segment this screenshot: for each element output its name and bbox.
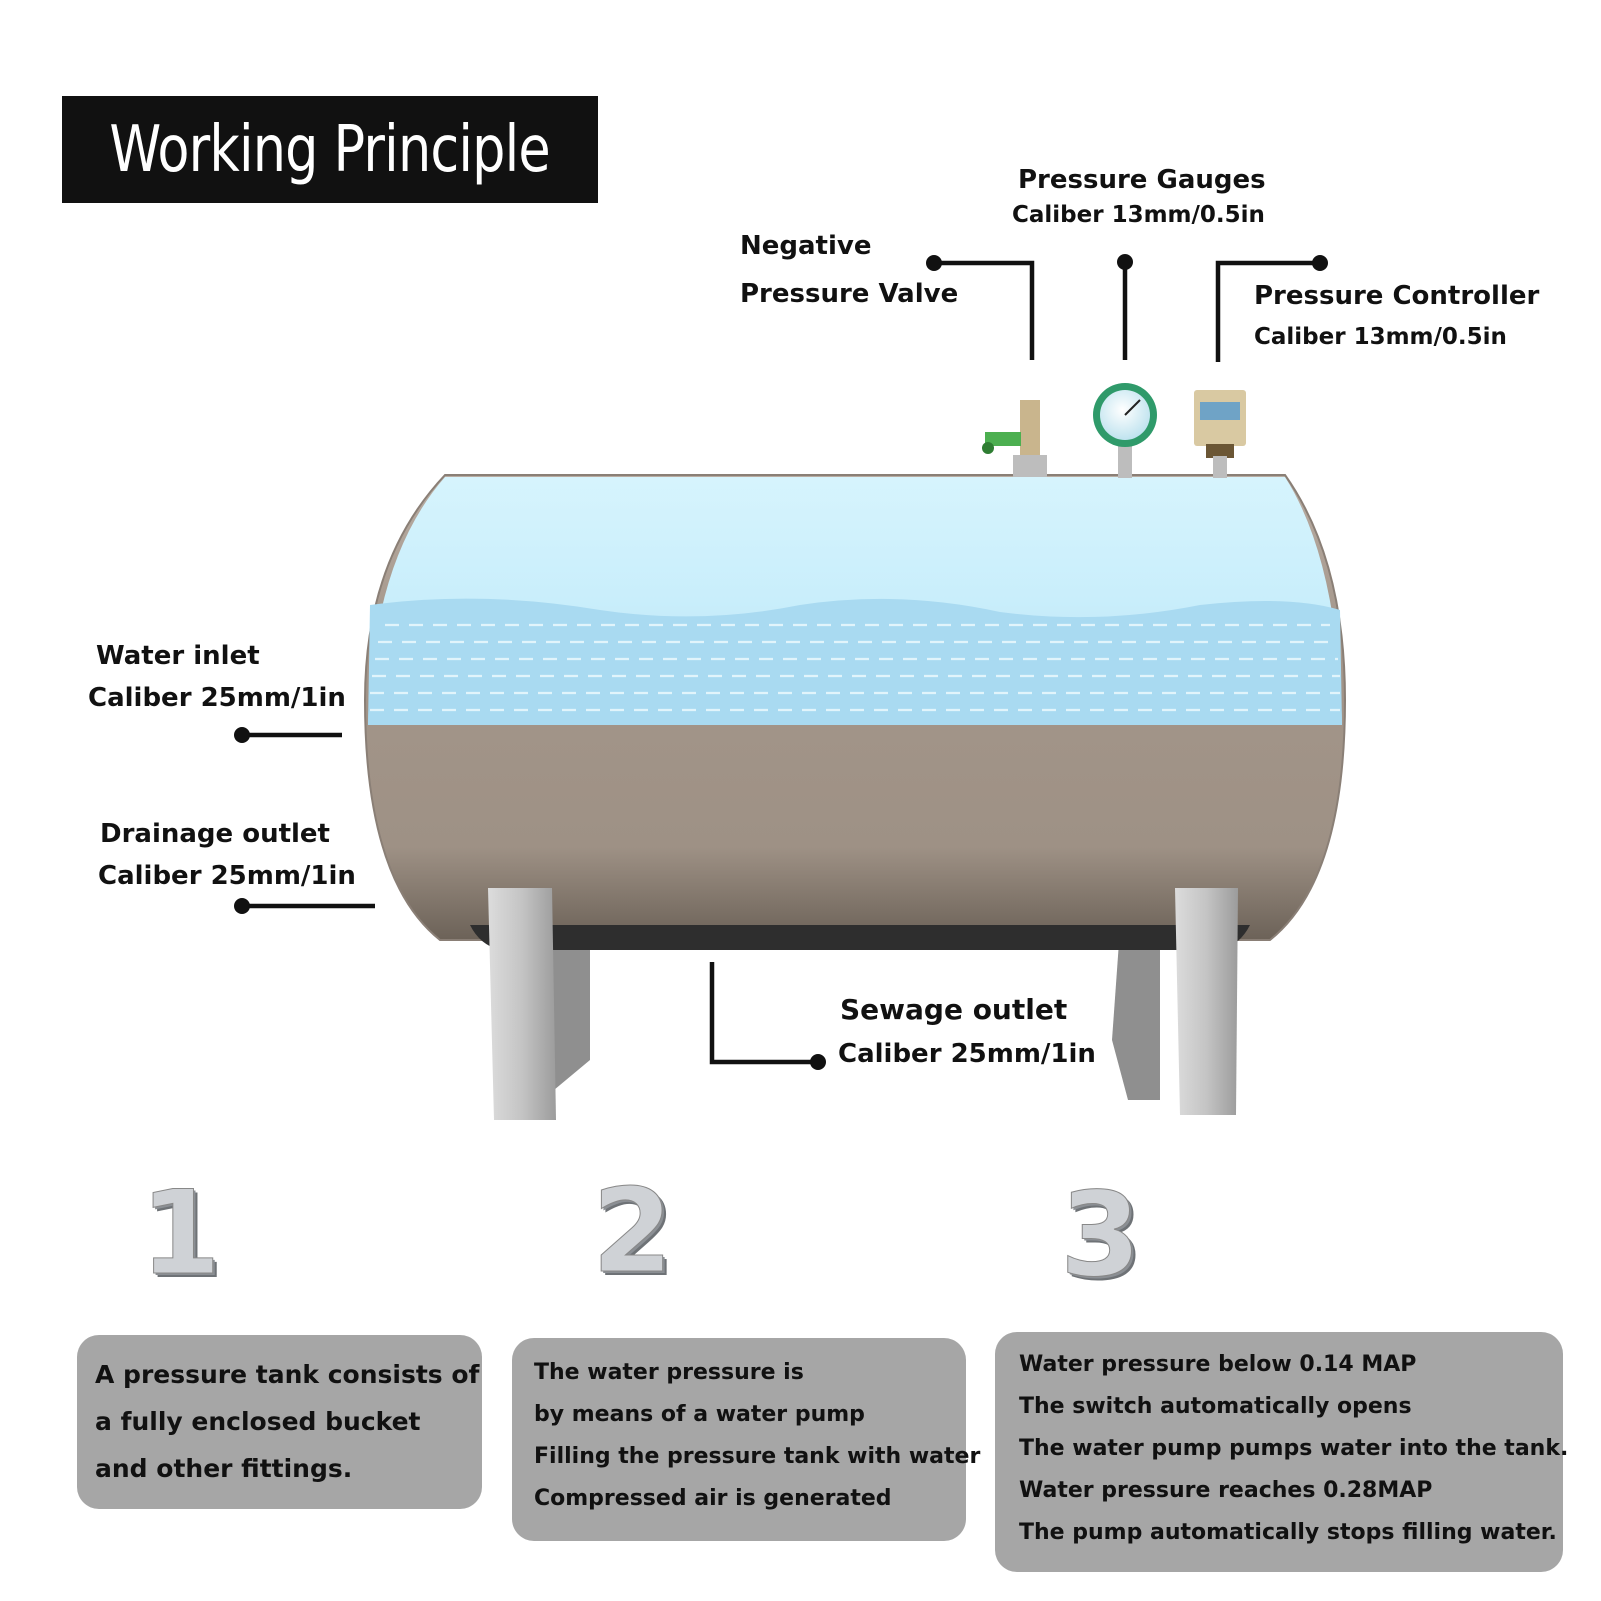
step-card-2: The water pressure is by means of a wate… — [512, 1338, 981, 1541]
pressure-controller-label: Pressure Controller — [1254, 281, 1540, 311]
sewage-outlet-label: Sewage outlet — [840, 993, 1068, 1026]
tank-leg-back-right — [1112, 928, 1160, 1100]
negative-pressure-valve-fitting — [982, 400, 1047, 477]
step3-line: The pump automatically stops filling wat… — [1019, 1520, 1557, 1545]
water-inlet-label: Water inlet — [96, 641, 260, 671]
pressure-controller-fitting — [1194, 390, 1246, 478]
leader-sewage-outlet — [709, 962, 818, 1065]
leader-negative-valve — [932, 260, 1035, 360]
callout-negative-pressure-valve: Negative Pressure Valve — [740, 228, 958, 312]
step2-line: Filling the pressure tank with water — [534, 1444, 981, 1469]
step-number-2: 2 — [592, 1164, 674, 1299]
pressure-controller-caliber: Caliber 13mm/0.5in — [1254, 324, 1507, 350]
step-number-1: 1 — [140, 1166, 222, 1301]
negative-valve-line2: Pressure Valve — [740, 279, 959, 309]
negative-valve-line1: Negative — [740, 231, 872, 261]
step3-line: Water pressure below 0.14 MAP — [1019, 1352, 1417, 1377]
step1-line: and other fittings. — [95, 1454, 353, 1483]
step-card-3: Water pressure below 0.14 MAP The switch… — [995, 1332, 1569, 1572]
step2-line: The water pressure is — [534, 1360, 804, 1385]
pressure-gauge-fitting — [1093, 383, 1157, 478]
pressure-gauges-caliber: Caliber 13mm/0.5in — [1012, 202, 1265, 228]
tank-leg-back-left — [548, 930, 590, 1095]
water-inlet-caliber: Caliber 25mm/1in — [88, 683, 346, 713]
pressure-gauges-label: Pressure Gauges — [1018, 165, 1266, 195]
title-banner: Working Principle — [62, 96, 598, 203]
step3-line: The switch automatically opens — [1019, 1394, 1412, 1419]
drainage-outlet-label: Drainage outlet — [100, 819, 330, 849]
callout-pressure-controller: Pressure Controller Caliber 13mm/0.5in — [1254, 278, 1539, 354]
callout-water-inlet: Water inlet Caliber 25mm/1in — [88, 638, 346, 716]
callout-drainage-outlet: Drainage outlet Caliber 25mm/1in — [98, 816, 356, 894]
callout-sewage-outlet: Sewage outlet Caliber 25mm/1in — [838, 992, 1096, 1072]
step2-line: Compressed air is generated — [534, 1486, 892, 1511]
leader-pressure-controller — [1215, 260, 1320, 362]
drainage-outlet-caliber: Caliber 25mm/1in — [98, 861, 356, 891]
step1-line: A pressure tank consists of — [95, 1360, 480, 1389]
callout-pressure-gauges: Pressure Gauges Caliber 13mm/0.5in — [1012, 162, 1266, 232]
step3-line: The water pump pumps water into the tank… — [1019, 1436, 1569, 1461]
page-title: Working Principle — [109, 112, 551, 187]
tank-leg-front-left — [488, 888, 556, 1120]
tank-leg-front-right — [1175, 888, 1238, 1115]
step3-line: Water pressure reaches 0.28MAP — [1019, 1478, 1433, 1503]
step2-line: by means of a water pump — [534, 1402, 865, 1427]
step1-line: a fully enclosed bucket — [95, 1407, 421, 1436]
step-card-1: A pressure tank consists of a fully encl… — [77, 1335, 482, 1509]
step-number-3: 3 — [1060, 1168, 1142, 1303]
sewage-outlet-caliber: Caliber 25mm/1in — [838, 1039, 1096, 1069]
